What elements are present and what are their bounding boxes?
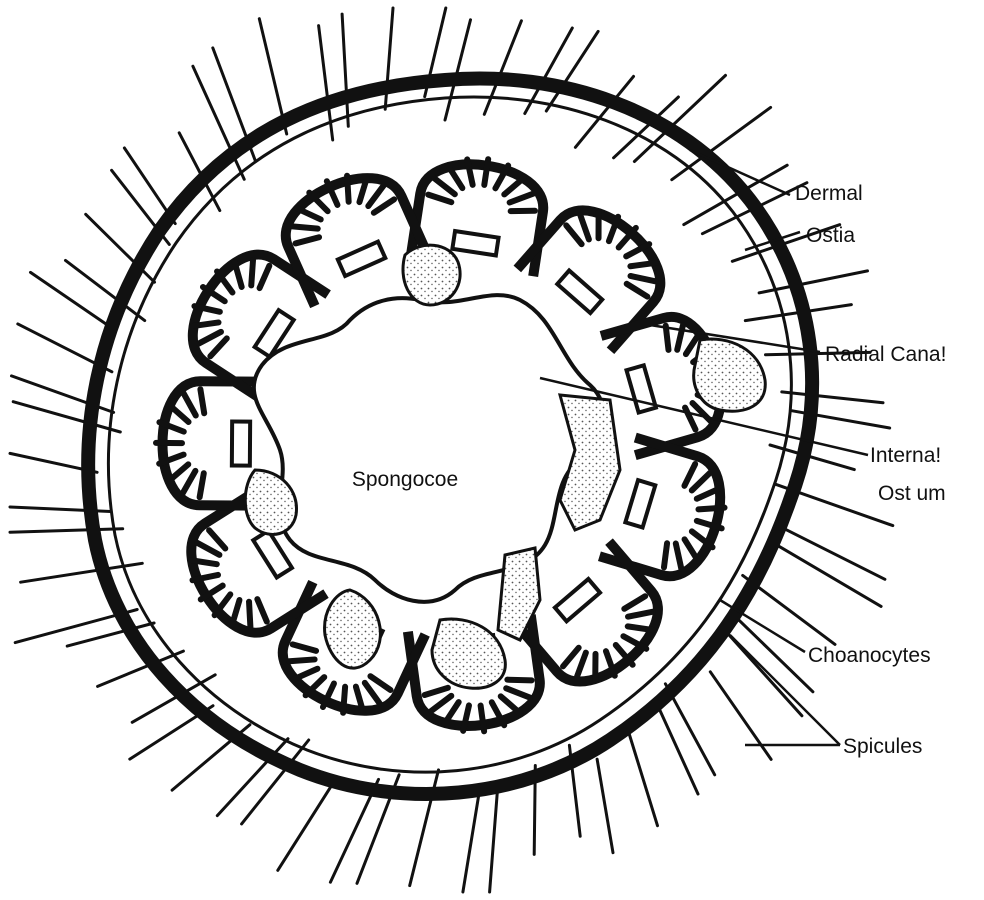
spicule	[31, 272, 116, 330]
choanocyte	[510, 190, 534, 206]
choanocyte	[293, 641, 316, 655]
label-spicules: Spicules	[843, 735, 922, 758]
spicule	[710, 672, 771, 760]
choanocyte	[169, 405, 189, 422]
choanocyte	[296, 234, 320, 247]
spicule	[278, 777, 337, 870]
choanocyte	[183, 393, 196, 415]
spicule	[13, 402, 120, 432]
spongocoel: Spongocoe	[254, 295, 604, 602]
spicule	[779, 546, 881, 606]
choanocyte	[289, 650, 314, 671]
spicule	[629, 732, 658, 825]
choanocyte	[254, 599, 270, 621]
stipple-block	[403, 245, 460, 305]
spicule	[597, 759, 613, 853]
choanocyte	[685, 406, 695, 430]
spicule	[342, 14, 348, 126]
choanocyte	[627, 281, 648, 300]
choanocyte	[660, 543, 671, 567]
label-dermal: Dermal	[795, 182, 863, 205]
choanocyte	[484, 159, 488, 185]
choanocyte	[506, 685, 530, 700]
choanocyte	[428, 195, 452, 203]
radial-chamber	[599, 438, 739, 588]
spicule	[490, 782, 499, 892]
choanocyte	[481, 706, 485, 732]
choanocyte	[183, 471, 196, 493]
choanocyte	[684, 463, 695, 487]
label-ostia: Ostia	[806, 224, 855, 247]
spicule	[10, 529, 123, 532]
choanocyte	[624, 593, 645, 612]
spongocoel-label: Spongocoe	[352, 468, 458, 491]
canal-opening	[338, 242, 386, 276]
spicule	[463, 792, 479, 892]
choanocyte	[433, 179, 457, 195]
spicule	[777, 525, 885, 580]
choanocyte	[560, 648, 581, 667]
label-choanocytes: Choanocytes	[808, 644, 931, 667]
choanocyte	[511, 207, 535, 215]
spongocoel-wall	[254, 295, 604, 602]
label-radial-canal: Radial Cana!	[825, 343, 946, 366]
spicule	[445, 20, 471, 120]
canal-opening	[626, 365, 655, 412]
stipple-block	[325, 590, 381, 668]
choanocyte	[507, 676, 531, 683]
choanocyte	[669, 543, 687, 568]
spicule	[656, 702, 698, 794]
canal-opening	[232, 421, 250, 465]
choanocyte	[369, 676, 392, 690]
choanocyte	[372, 199, 396, 212]
canal-opening	[557, 271, 602, 314]
canal-opening	[452, 231, 498, 255]
choanocyte	[200, 473, 204, 497]
choanocyte	[200, 389, 204, 413]
canal-opening	[555, 579, 600, 621]
choanocyte	[564, 225, 585, 244]
label-internal: Interna!	[870, 444, 941, 467]
spicule	[782, 392, 883, 403]
choanocyte	[692, 469, 710, 494]
label-ostium: Ost um	[878, 482, 946, 505]
choanocyte	[292, 217, 317, 237]
choanocyte	[429, 696, 453, 711]
choanocyte	[256, 266, 272, 288]
labels: Dermal Ostia Radial Cana! Interna! Ost u…	[795, 182, 946, 758]
canal-opening	[625, 480, 655, 527]
stipple-block	[432, 619, 505, 688]
stipple-block	[694, 339, 766, 411]
choanocyte	[424, 688, 448, 695]
